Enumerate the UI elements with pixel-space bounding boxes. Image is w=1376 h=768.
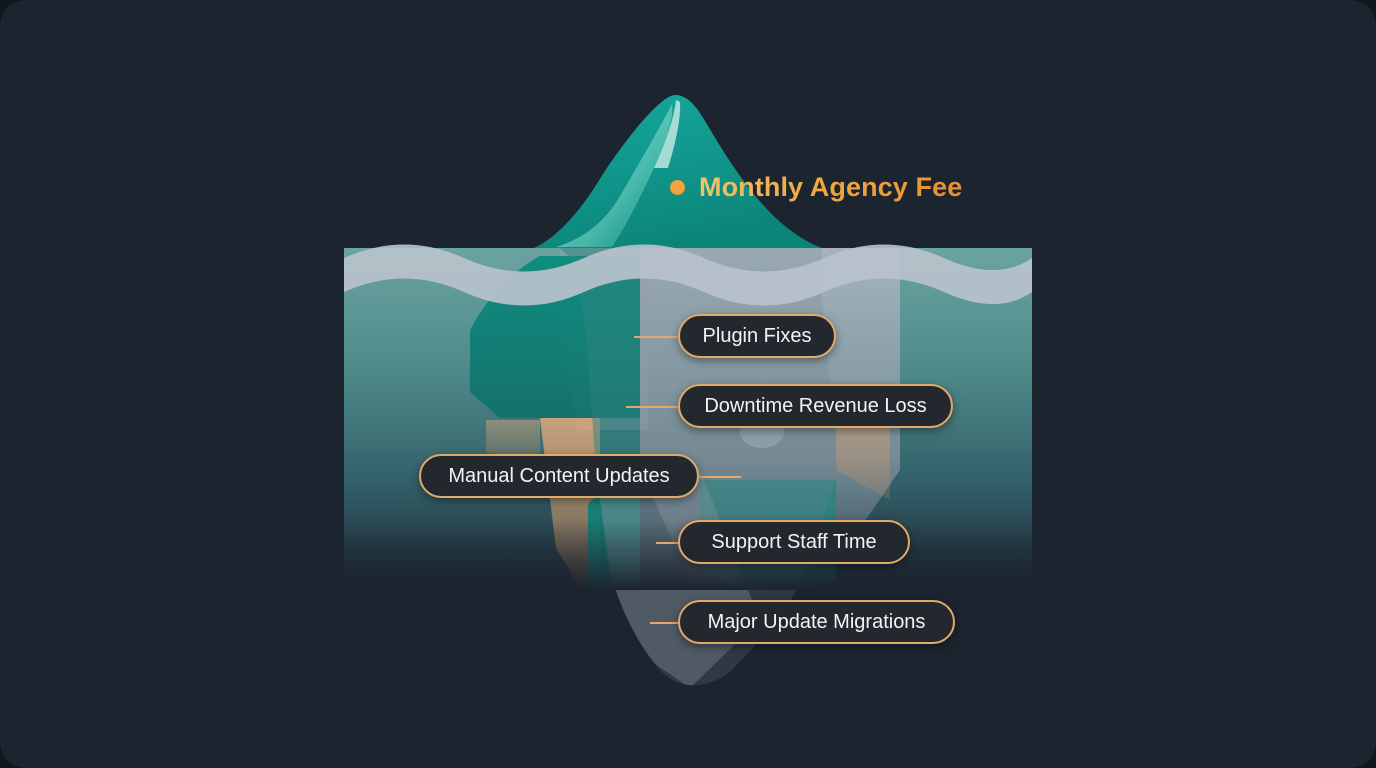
hidden-cost-pill-downtime-revenue-loss[interactable]: Downtime Revenue Loss bbox=[678, 384, 953, 428]
hidden-cost-label: Manual Content Updates bbox=[448, 464, 670, 487]
connector-line bbox=[626, 406, 680, 408]
above-water-label: Monthly Agency Fee bbox=[670, 172, 962, 203]
connector-line bbox=[650, 622, 680, 624]
hidden-cost-label: Support Staff Time bbox=[711, 530, 877, 553]
hidden-cost-pill-support-staff-time[interactable]: Support Staff Time bbox=[678, 520, 910, 564]
connector-line bbox=[634, 336, 680, 338]
hidden-cost-pill-major-update-migrations[interactable]: Major Update Migrations bbox=[678, 600, 955, 644]
bullet-dot-icon bbox=[670, 180, 685, 195]
hidden-cost-pill-plugin-fixes[interactable]: Plugin Fixes bbox=[678, 314, 836, 358]
connector-line bbox=[697, 476, 741, 478]
hidden-cost-label: Downtime Revenue Loss bbox=[704, 394, 927, 417]
page-title: Monthly Agency Fee bbox=[699, 172, 963, 202]
connector-line bbox=[656, 542, 680, 544]
hidden-cost-label: Major Update Migrations bbox=[707, 610, 926, 633]
hidden-cost-label: Plugin Fixes bbox=[702, 324, 812, 347]
hidden-cost-pill-manual-content-updates[interactable]: Manual Content Updates bbox=[419, 454, 699, 498]
